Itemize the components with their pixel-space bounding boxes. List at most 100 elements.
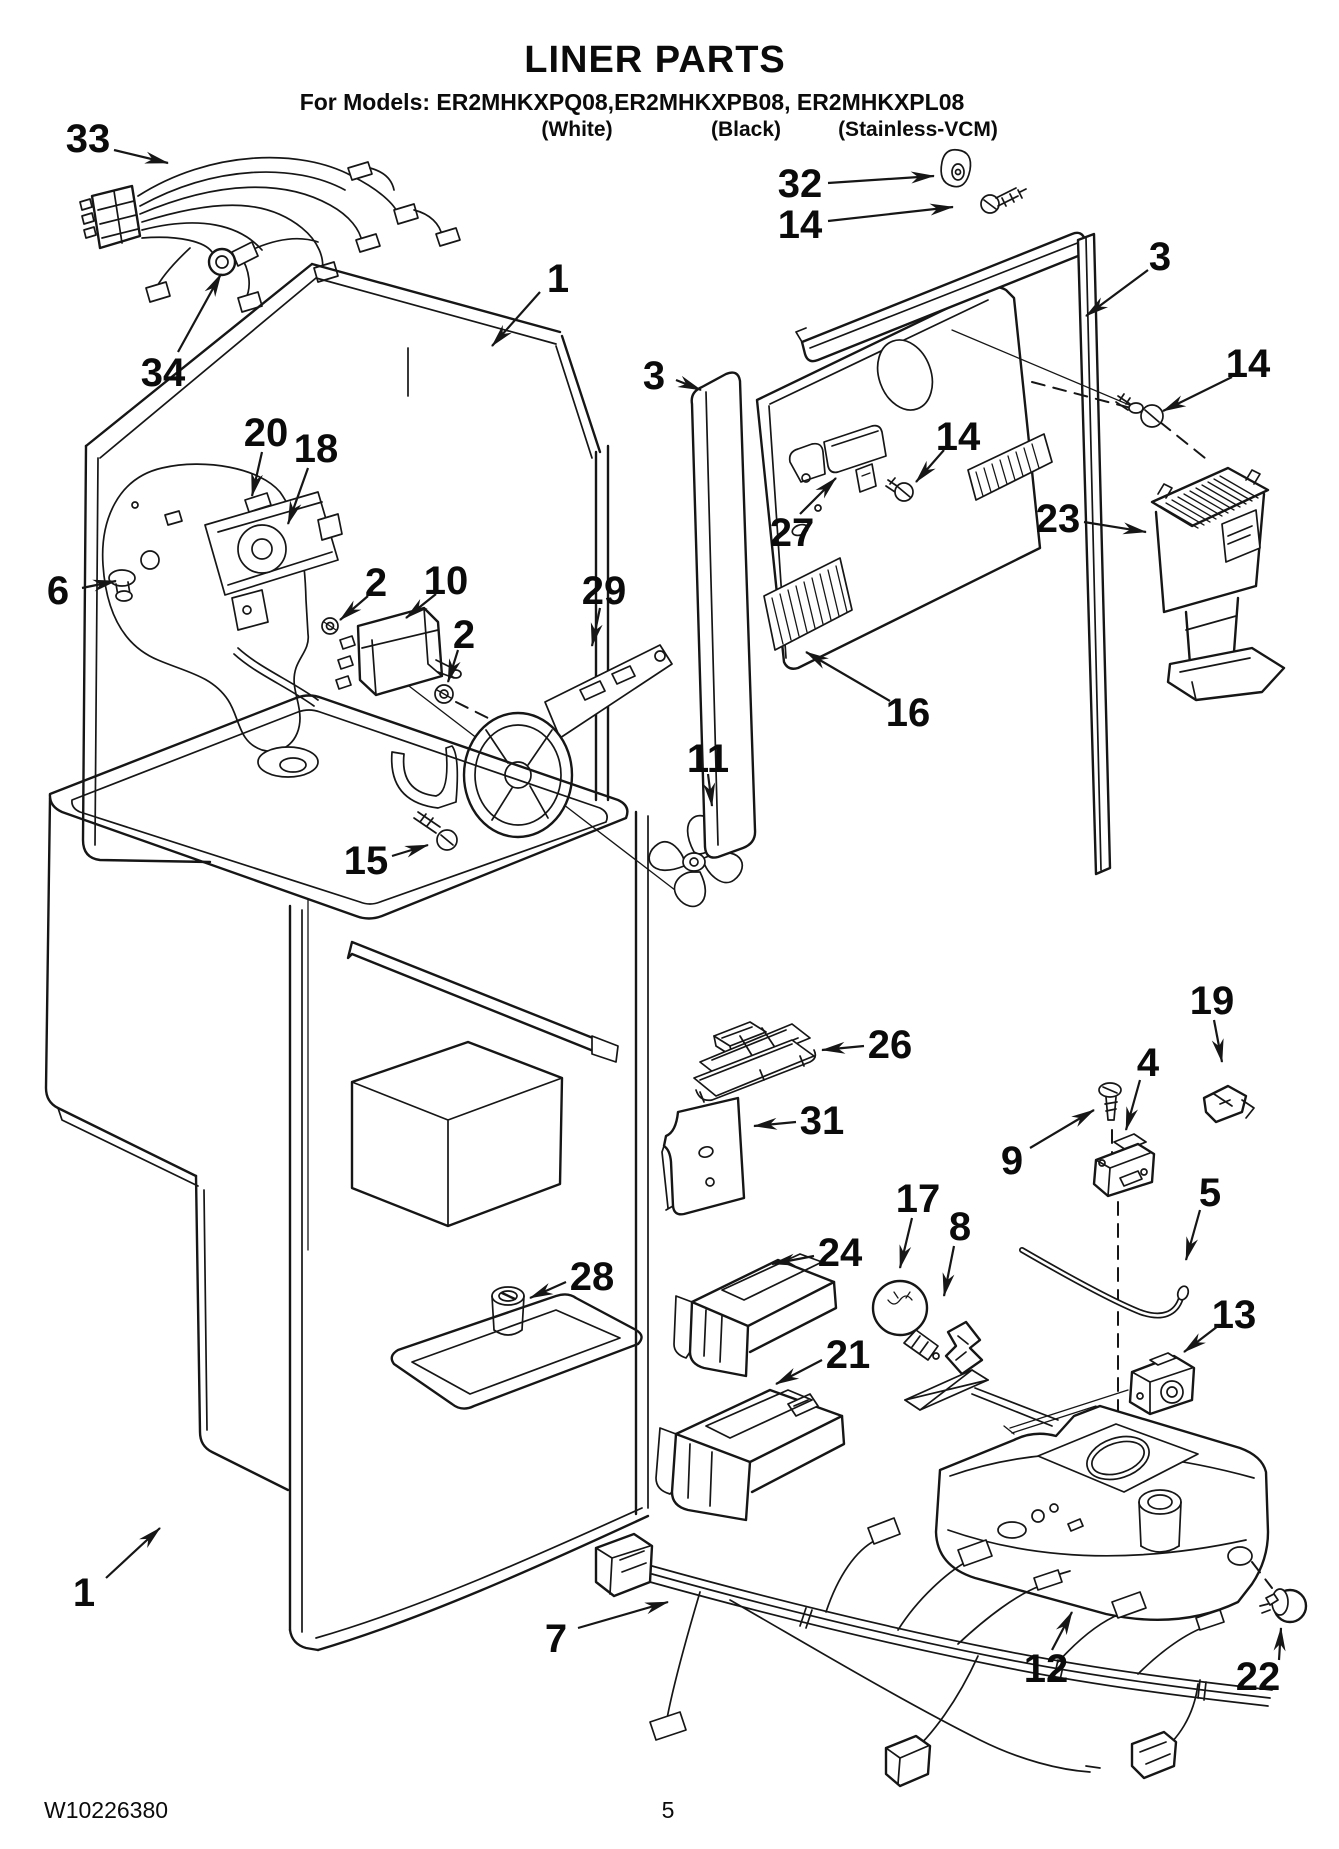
callout-31: 31: [800, 1099, 845, 1143]
callout-arrow-22: [1273, 1627, 1286, 1661]
callout-28: 28: [570, 1255, 615, 1299]
callout-arrow-4: [1124, 1079, 1142, 1131]
callout-arrow-7: [577, 1600, 669, 1630]
thermostat-13: [1003, 1352, 1196, 1435]
air-diffuser-26: [693, 1021, 817, 1103]
evaporator-cover-group: [690, 148, 1206, 876]
callout-arrow-11: [703, 773, 716, 807]
finish-labels-layer: (White) (Black) (Stainless-VCM): [541, 118, 998, 141]
callout-arrow-31: [753, 1117, 797, 1130]
callout-arrow-28: [529, 1280, 567, 1300]
callout-arrow-16: [805, 651, 891, 702]
callout-5: 5: [1199, 1171, 1221, 1215]
callout-arrow-12: [1051, 1611, 1073, 1651]
callout-arrow-18: [286, 467, 310, 525]
callout-arrow-20: [250, 451, 264, 497]
knob-22: [1259, 1588, 1308, 1624]
main-liner: [44, 694, 650, 1652]
page-number: 5: [662, 1797, 675, 1823]
callout-20: 20: [244, 411, 289, 455]
callout-32: 32: [778, 162, 823, 206]
callout-13: 13: [1212, 1293, 1257, 1337]
finish-label: (White): [541, 118, 612, 141]
callout-arrow-2: [446, 649, 461, 683]
drain-tube-28: [491, 1286, 525, 1336]
wire-harness-33: [79, 156, 461, 313]
callout-arrow-15: [391, 843, 429, 858]
callout-33: 33: [66, 117, 111, 161]
callout-14: 14: [778, 203, 823, 247]
screw-14-top: [980, 187, 1027, 214]
callout-arrow-33: [113, 148, 169, 165]
callout-10: 10: [424, 559, 469, 603]
callout-27: 27: [770, 511, 815, 555]
callout-26: 26: [868, 1023, 913, 1067]
callout-22: 22: [1236, 1655, 1281, 1699]
callout-arrow-3: [1085, 269, 1149, 317]
callout-arrow-17: [898, 1217, 914, 1269]
callout-21: 21: [826, 1333, 871, 1377]
callout-arrow-1: [491, 291, 541, 347]
callout-arrow-14: [1162, 376, 1233, 412]
finish-label: (Stainless-VCM): [838, 118, 998, 141]
callout-15: 15: [344, 839, 389, 883]
control-bracket-18: [204, 491, 343, 631]
callout-34: 34: [141, 351, 186, 395]
bracket-27: [823, 424, 887, 493]
page-title: LINER PARTS: [524, 39, 786, 81]
callout-7: 7: [545, 1617, 567, 1661]
screw-14-mid: [885, 477, 914, 502]
callout-2: 2: [453, 613, 475, 657]
models-line: For Models: ER2MHKXPQ08,ER2MHKXPB08, ER2…: [300, 89, 965, 115]
callout-arrow-10: [405, 593, 437, 619]
trim-strip-left-3: [690, 371, 757, 859]
callout-arrow-24: [771, 1253, 815, 1266]
screw-9: [1098, 1082, 1122, 1155]
light-bulb-17: [871, 1279, 940, 1361]
callout-arrow-29: [590, 607, 603, 647]
thermostat-cap-6: [108, 569, 136, 602]
finish-label: (Black): [711, 118, 781, 141]
mounting-screw-15: [413, 811, 458, 851]
callout-1: 1: [547, 257, 569, 301]
control-console-12: [904, 1369, 1273, 1621]
callout-arrow-26: [821, 1041, 865, 1054]
callout-arrow-8: [942, 1245, 956, 1297]
bushing-32: [940, 148, 972, 188]
callout-8: 8: [949, 1205, 971, 1249]
callout-19: 19: [1190, 979, 1235, 1023]
doc-number: W10226380: [44, 1797, 168, 1823]
wire-harness-7: [594, 1517, 1273, 1788]
clip-8: [944, 1320, 984, 1376]
callout-4: 4: [1137, 1041, 1160, 1085]
callout-16: 16: [886, 691, 931, 735]
callout-3: 3: [1149, 235, 1171, 279]
callout-arrow-9: [1029, 1109, 1095, 1149]
callout-23: 23: [1036, 497, 1081, 541]
motor-grommet-2b: [434, 684, 454, 704]
callout-11: 11: [687, 737, 729, 781]
callout-3: 3: [643, 354, 665, 398]
callout-arrow-5: [1184, 1209, 1202, 1261]
fan-motor-10: [335, 606, 462, 697]
callout-arrow-13: [1183, 1325, 1219, 1353]
screw-14-right: [1115, 393, 1164, 428]
callout-arrow-14: [915, 449, 945, 483]
callout-29: 29: [582, 569, 627, 613]
shield-21: [655, 1388, 846, 1522]
callout-12: 12: [1024, 1647, 1069, 1691]
callout-arrow-32: [827, 171, 935, 185]
cover-plate-31: [661, 1096, 746, 1216]
callout-arrow-34: [177, 273, 222, 353]
callout-arrow-23: [1083, 520, 1147, 535]
fan-shroud-bracket-29: [390, 644, 673, 839]
callout-arrow-27: [799, 477, 837, 515]
callout-arrow-19: [1211, 1019, 1224, 1063]
shield-24: [673, 1253, 838, 1378]
callout-arrow-14: [827, 203, 954, 223]
callout-17: 17: [896, 1177, 941, 1221]
callout-2: 2: [365, 561, 387, 605]
capillary-tube-5: [1019, 1247, 1190, 1319]
trim-strip-right-3: [1076, 232, 1112, 876]
